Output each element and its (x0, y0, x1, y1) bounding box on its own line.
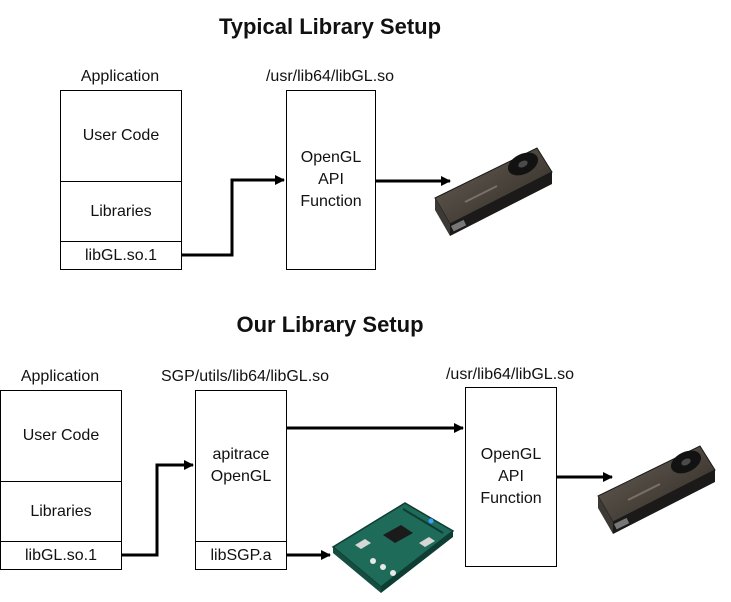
fpga-dev-board-icon (331, 502, 455, 593)
title-ours: Our Library Setup (236, 312, 424, 337)
title-typical: Typical Library Setup (218, 14, 442, 39)
ours-application-box: User Code Libraries libGL.so.1 (0, 390, 122, 570)
typical-application-label: Application (80, 68, 160, 85)
gpu-graphics-card-icon-2 (597, 445, 716, 534)
ours-application-label: Application (20, 368, 100, 385)
ours-api-line-1: OpenGL (480, 446, 542, 463)
typical-libgl-so1: libGL.so.1 (61, 241, 181, 269)
ours-apitrace-cell: apitrace OpenGL (196, 391, 286, 541)
typical-api-line-1: OpenGL (300, 149, 362, 166)
ours-arrow-libgl-to-apitrace (122, 460, 194, 557)
ours-apitrace-line-2: OpenGL (210, 468, 272, 485)
ours-sgp-path-label: SGP/utils/lib64/libGL.so (160, 368, 330, 385)
ours-opengl-api-box: OpenGL API Function (465, 387, 557, 567)
ours-lib-path-label: /usr/lib64/libGL.so (445, 366, 575, 383)
ours-libraries: Libraries (1, 481, 121, 541)
typical-libraries: Libraries (61, 181, 181, 241)
typical-user-code: User Code (82, 127, 160, 144)
ours-libgl-so1: libGL.so.1 (1, 541, 121, 569)
ours-api-line-2: API (498, 468, 524, 485)
ours-api-line-3: Function (480, 490, 542, 507)
typical-api-line-3: Function (300, 193, 362, 210)
typical-api-line-2: API (318, 171, 344, 188)
gpu-graphics-card-icon (434, 147, 553, 236)
typical-lib-path-label: /usr/lib64/libGL.so (265, 68, 395, 85)
typical-opengl-api-box: OpenGL API Function (286, 90, 376, 270)
ours-apitrace-box: apitrace OpenGL libSGP.a (195, 390, 287, 570)
ours-user-code: User Code (22, 427, 100, 444)
ours-libsgp: libSGP.a (196, 541, 286, 569)
typical-application-box: User Code Libraries libGL.so.1 (60, 90, 182, 270)
ours-apitrace-line-1: apitrace (212, 446, 270, 463)
typical-arrow-libgl-to-api (182, 175, 285, 257)
